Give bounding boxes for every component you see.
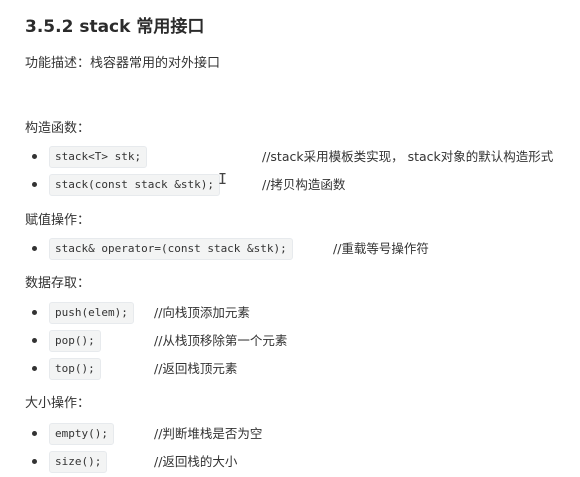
section-title-data-access: 数据存取：: [25, 276, 91, 291]
section-title-assignment: 赋值操作：: [25, 213, 91, 228]
code-snippet: pop();: [49, 330, 101, 352]
bullet-icon: [32, 366, 37, 371]
bullet-icon: [32, 246, 37, 251]
list-item: stack(const stack &stk); //拷贝构造函数: [25, 174, 580, 196]
code-comment: //判断堆栈是否为空: [154, 426, 263, 441]
code-comment: //返回栈顶元素: [154, 361, 238, 376]
list-item: size(); //返回栈的大小: [25, 451, 580, 473]
code-comment: //向栈顶添加元素: [154, 305, 250, 320]
page-title: 3.5.2 stack 常用接口: [25, 17, 205, 37]
code-snippet: size();: [49, 451, 108, 473]
list-item: empty(); //判断堆栈是否为空: [25, 423, 580, 445]
code-snippet: stack(const stack &stk);: [49, 174, 220, 196]
code-snippet: stack& operator=(const stack &stk);: [49, 238, 293, 260]
code-snippet: empty();: [49, 423, 114, 445]
code-comment: //重载等号操作符: [333, 241, 429, 256]
code-comment: //返回栈的大小: [154, 454, 238, 469]
code-snippet: push(elem);: [49, 302, 134, 324]
bullet-icon: [32, 182, 37, 187]
code-snippet: stack<T> stk;: [49, 146, 148, 168]
code-comment: //拷贝构造函数: [262, 177, 346, 192]
bullet-icon: [32, 310, 37, 315]
bullet-icon: [32, 431, 37, 436]
section-title-constructors: 构造函数：: [25, 121, 91, 136]
list-item: top(); //返回栈顶元素: [25, 358, 580, 380]
list-item: pop(); //从栈顶移除第一个元素: [25, 330, 580, 352]
bullet-icon: [32, 154, 37, 159]
list-item: push(elem); //向栈顶添加元素: [25, 302, 580, 324]
list-item: stack<T> stk; //stack采用模板类实现， stack对象的默认…: [25, 146, 580, 168]
text-cursor-icon: I: [218, 170, 228, 188]
section-title-size: 大小操作：: [25, 396, 91, 411]
description: 功能描述：栈容器常用的对外接口: [25, 56, 221, 71]
bullet-icon: [32, 338, 37, 343]
bullet-icon: [32, 459, 37, 464]
code-snippet: top();: [49, 358, 101, 380]
code-comment: //stack采用模板类实现， stack对象的默认构造形式: [262, 149, 554, 164]
code-comment: //从栈顶移除第一个元素: [154, 333, 288, 348]
list-item: stack& operator=(const stack &stk); //重载…: [25, 238, 580, 260]
